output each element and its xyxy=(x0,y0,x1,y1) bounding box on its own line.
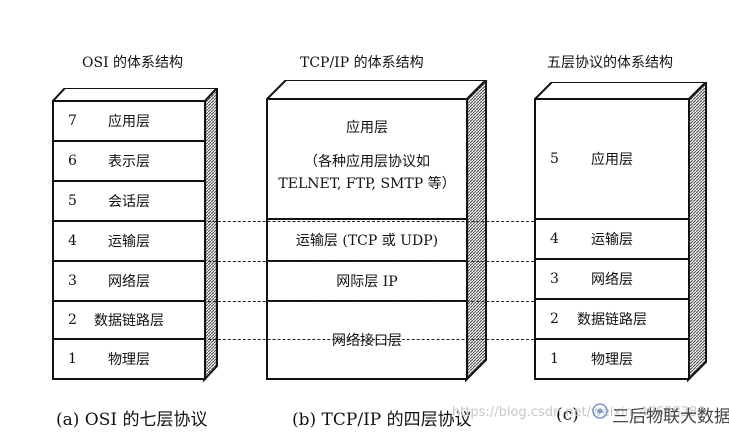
watermark-logo-icon xyxy=(592,403,608,419)
tcpip-network-interface-label: 网络接口层 xyxy=(332,333,402,349)
tcpip-stack: 应用层 （各种应用层协议如 TELNET, FTP, SMTP 等） 运输层 (… xyxy=(266,80,488,383)
five-layer-4-num: 4 xyxy=(550,231,559,247)
osi-layer-2-num: 2 xyxy=(68,312,77,328)
tcpip-application-desc-2: TELNET, FTP, SMTP 等） xyxy=(278,176,456,192)
dashed-line-session-transport xyxy=(208,221,534,222)
watermark-brand: 三后物联大数据 xyxy=(612,407,729,427)
five-layer-2: 2 数据链路层 xyxy=(534,300,690,340)
five-layer-4-name: 运输层 xyxy=(591,232,633,248)
caption-five-layer: (c) xyxy=(556,405,579,425)
tcpip-internet-label: 网际层 IP xyxy=(336,274,398,290)
osi-layer-2-name: 数据链路层 xyxy=(94,313,164,329)
five-layer-5-num: 5 xyxy=(550,151,559,167)
osi-layer-4: 4 运输层 xyxy=(52,222,206,262)
five-layer-5: 5 应用层 xyxy=(534,98,690,220)
five-layer-stack: 5 应用层 4 运输层 3 网络层 2 数据链路层 1 物理层 xyxy=(534,82,708,383)
five-layer-1-num: 1 xyxy=(550,351,559,367)
watermark-url: https://blog.csdn.net/weixin_43688280 xyxy=(452,405,706,420)
five-layer-3-num: 3 xyxy=(550,271,559,287)
osi-layer-1-num: 1 xyxy=(68,351,77,367)
osi-layer-2: 2 数据链路层 xyxy=(52,302,206,340)
osi-layer-6-name: 表示层 xyxy=(108,154,150,170)
caption-tcpip: (b) TCP/IP 的四层协议 xyxy=(292,410,472,430)
osi-layer-5-num: 5 xyxy=(68,193,77,209)
five-layer-1-name: 物理层 xyxy=(591,352,633,368)
osi-layer-6-num: 6 xyxy=(68,153,77,169)
tcpip-transport-layer: 运输层 (TCP 或 UDP) xyxy=(266,220,468,262)
five-layer-4: 4 运输层 xyxy=(534,220,690,260)
tcpip-network-interface-layer: 网络接口层 xyxy=(266,302,468,380)
osi-layer-4-name: 运输层 xyxy=(108,234,150,250)
osi-layer-5: 5 会话层 xyxy=(52,182,206,222)
osi-layer-6: 6 表示层 xyxy=(52,142,206,182)
tcpip-transport-label: 运输层 (TCP 或 UDP) xyxy=(295,233,439,249)
osi-layer-3-num: 3 xyxy=(68,273,77,289)
dashed-line-network-datalink xyxy=(208,301,534,302)
osi-layer-7-name: 应用层 xyxy=(108,114,150,130)
tcpip-stack-3d-frame xyxy=(266,80,488,383)
five-layer-2-num: 2 xyxy=(550,311,559,327)
osi-layer-1-name: 物理层 xyxy=(108,352,150,368)
five-layer-stack-3d-frame xyxy=(534,82,708,383)
osi-layer-7-num: 7 xyxy=(68,113,77,129)
osi-layer-4-num: 4 xyxy=(68,233,77,249)
tcpip-title: TCP/IP 的体系结构 xyxy=(300,55,424,71)
five-layer-3: 3 网络层 xyxy=(534,260,690,300)
osi-layer-1: 1 物理层 xyxy=(52,340,206,380)
tcpip-application-layer: 应用层 （各种应用层协议如 TELNET, FTP, SMTP 等） xyxy=(266,98,468,220)
five-layer-1: 1 物理层 xyxy=(534,340,690,380)
five-layer-3-name: 网络层 xyxy=(591,272,633,288)
tcpip-application-desc-1: （各种应用层协议如 xyxy=(304,154,430,170)
osi-layer-3: 3 网络层 xyxy=(52,262,206,302)
tcpip-application-label: 应用层 xyxy=(346,120,388,136)
five-layer-title: 五层协议的体系结构 xyxy=(547,55,673,71)
osi-layer-3-name: 网络层 xyxy=(108,274,150,290)
five-layer-5-name: 应用层 xyxy=(591,152,633,168)
five-layer-2-name: 数据链路层 xyxy=(577,312,647,328)
osi-layer-5-name: 会话层 xyxy=(108,194,150,210)
dashed-line-datalink-physical xyxy=(208,339,534,340)
dashed-line-transport-network xyxy=(208,261,534,262)
osi-layer-7: 7 应用层 xyxy=(52,100,206,142)
osi-stack: 7 应用层 6 表示层 5 会话层 4 运输层 3 网络层 2 数据链路层 1 … xyxy=(52,88,219,383)
caption-osi: (a) OSI 的七层协议 xyxy=(56,410,208,430)
tcpip-internet-layer: 网际层 IP xyxy=(266,262,468,302)
osi-title: OSI 的体系结构 xyxy=(82,55,184,71)
